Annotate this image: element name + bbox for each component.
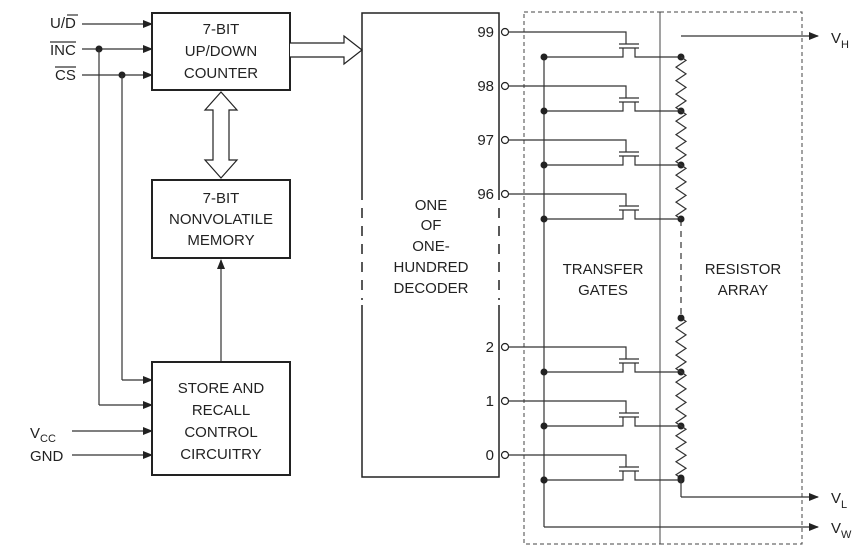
gate-drain-line <box>634 210 681 220</box>
tap-pin <box>500 27 510 37</box>
gate-drain-line <box>634 156 681 166</box>
tap-label-96: 96 <box>477 186 494 203</box>
junction-dot <box>540 53 548 61</box>
junction-dot <box>677 314 685 322</box>
gate-source-line <box>544 363 624 373</box>
gate-control-line <box>509 31 627 44</box>
tap-label-98: 98 <box>477 78 494 95</box>
gate-drain-line <box>634 102 681 112</box>
counter-line-3: COUNTER <box>184 65 258 82</box>
gate-source-line <box>544 471 624 481</box>
store-line-4: CIRCUITRY <box>180 446 261 463</box>
memory-line-2: NONVOLATILE <box>169 211 273 228</box>
tap-pin <box>500 81 510 91</box>
decoder-block <box>361 12 500 478</box>
tap-label-2: 2 <box>486 339 494 356</box>
decoder-line-1: ONE <box>415 197 448 214</box>
tap-label-97: 97 <box>477 132 494 149</box>
memory-line-3: MEMORY <box>187 232 254 249</box>
resistor-zigzag <box>674 110 688 166</box>
gate-control-line <box>509 454 627 467</box>
gate-control-line <box>509 139 627 152</box>
resistor-zigzag <box>674 56 688 112</box>
gnd-label: GND <box>30 448 64 465</box>
gate-control-line <box>509 400 627 413</box>
vh-label: VH <box>831 30 849 51</box>
junction-dot <box>540 107 548 115</box>
decoder-line-3: ONE- <box>412 238 450 255</box>
inc-label: INC <box>50 42 76 59</box>
updown-counter-block <box>151 12 291 91</box>
tap-label-99: 99 <box>477 24 494 41</box>
tap-label-0: 0 <box>486 447 494 464</box>
resistor-zigzag <box>674 317 688 373</box>
cs-label: CS <box>55 67 76 84</box>
gate-control-line <box>509 346 627 359</box>
gate-source-line <box>544 48 624 58</box>
junction-dot <box>540 368 548 376</box>
gate-drain-line <box>634 48 681 58</box>
bus-arrow <box>290 34 363 66</box>
gate-control-line <box>509 85 627 98</box>
junction-dot <box>540 215 548 223</box>
vcc-label: VCC <box>30 425 56 445</box>
gates-line-2: GATES <box>578 282 628 299</box>
vl-label: VL <box>831 490 847 511</box>
store-recall-block <box>151 361 291 476</box>
decoder-line-2: OF <box>421 217 442 234</box>
bidirectional-arrow <box>203 91 239 179</box>
tap-label-1: 1 <box>486 393 494 410</box>
tap-pin <box>500 450 510 460</box>
gate-source-line <box>544 102 624 112</box>
gate-source-line <box>544 417 624 427</box>
input-wiring <box>72 20 153 459</box>
store-line-1: STORE AND <box>178 380 265 397</box>
resistor-array-region <box>659 11 803 545</box>
gates-line-1: TRANSFER <box>563 261 644 278</box>
decoder-line-5: DECODER <box>393 280 468 297</box>
gate-drain-line <box>634 417 681 427</box>
gate-source-line <box>544 210 624 220</box>
gate-drain-line <box>634 363 681 373</box>
junction-dot <box>540 476 548 484</box>
tap-pin <box>500 342 510 352</box>
input-labels: U/D INC CS VCC GND <box>30 14 78 465</box>
decoder-line-4: HUNDRED <box>394 259 469 276</box>
ud-label: U/D <box>50 15 76 32</box>
store-line-2: RECALL <box>192 402 250 419</box>
gate-drain-line <box>634 471 681 481</box>
resistors-line-2: ARRAY <box>718 282 769 299</box>
store-line-3: CONTROL <box>184 424 257 441</box>
counter-line-1: 7-BIT <box>203 21 240 38</box>
resistors-line-1: RESISTOR <box>705 261 782 278</box>
gate-source-line <box>544 156 624 166</box>
tap-pin <box>500 189 510 199</box>
resistor-zigzag <box>674 425 688 479</box>
tap-pin <box>500 396 510 406</box>
tap-pin <box>500 135 510 145</box>
nonvolatile-memory-block <box>151 179 291 259</box>
junction-dot <box>540 161 548 169</box>
junction-dot <box>540 422 548 430</box>
vw-label: VW <box>831 520 852 541</box>
resistor-zigzag <box>674 164 688 220</box>
tap-cells <box>500 27 688 484</box>
counter-line-2: UP/DOWN <box>185 43 258 60</box>
memory-line-1: 7-BIT <box>203 190 240 207</box>
resistor-zigzag <box>674 371 688 427</box>
gate-control-line <box>509 193 627 206</box>
